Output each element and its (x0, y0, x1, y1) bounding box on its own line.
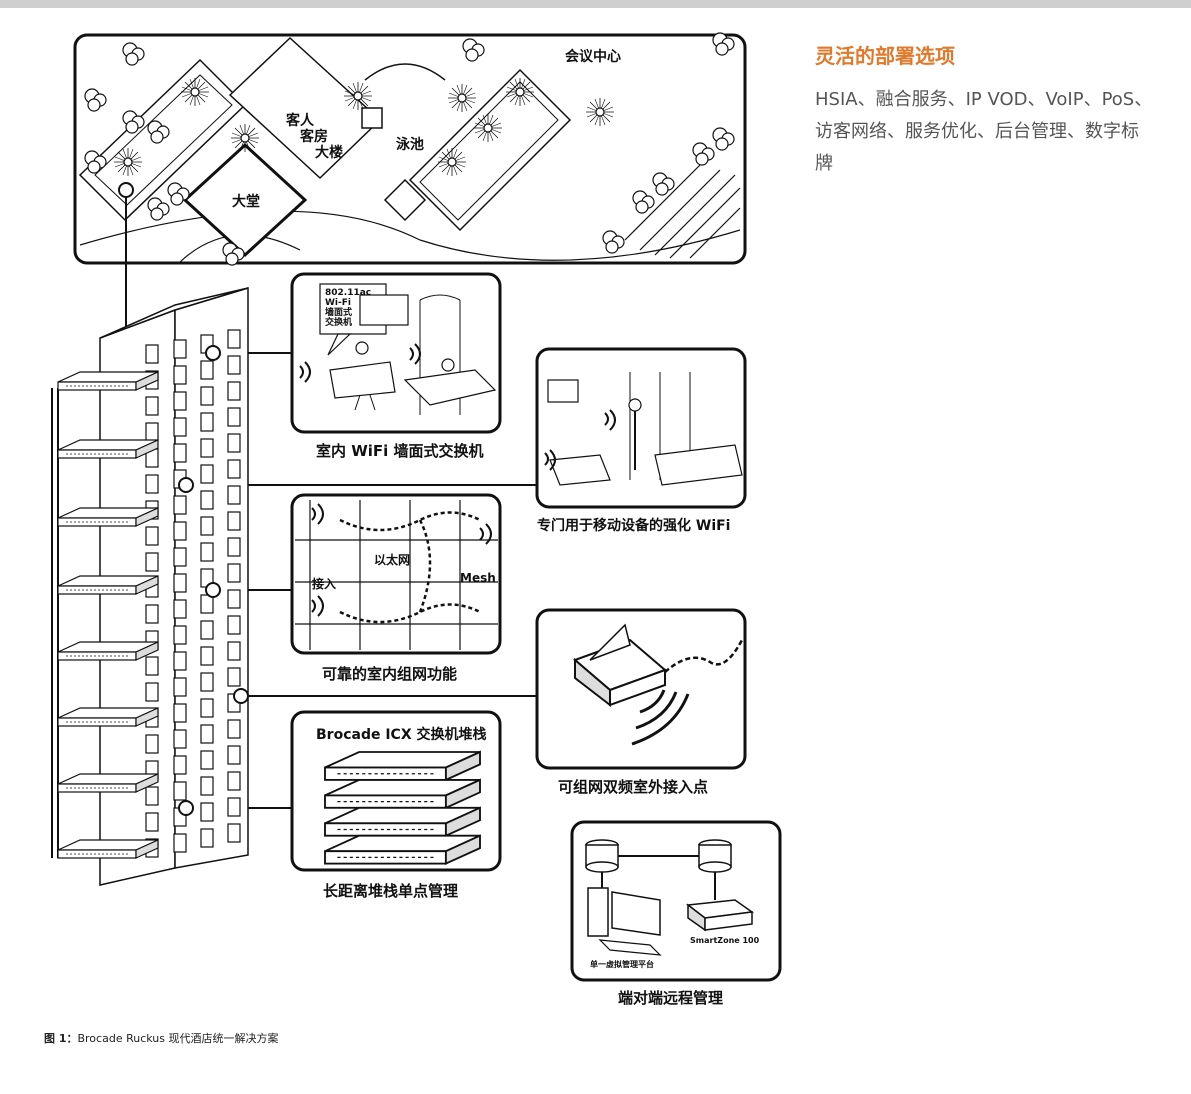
tower-window (174, 704, 186, 722)
icx-title: Brocade ICX 交换机堆栈 (316, 724, 486, 744)
mesh-label-ethernet: 以太网 (374, 551, 410, 568)
tower-window (174, 366, 186, 384)
tower-window (201, 803, 213, 821)
tower-window (201, 647, 213, 665)
tower-window (174, 496, 186, 514)
tower-window (228, 616, 240, 634)
tower-window (201, 621, 213, 639)
tower-window (201, 673, 213, 691)
tower-window (174, 548, 186, 566)
tower-window (228, 330, 240, 348)
tower-window (201, 491, 213, 509)
tower-window (201, 387, 213, 405)
callout-line-1: 802.11ac (325, 288, 371, 298)
tower-window (201, 777, 213, 795)
figure-caption: 图 1：Brocade Ruckus 现代酒店统一解决方案 (44, 1030, 278, 1046)
caption-wall-switch: 室内 WiFi 墙面式交换机 (316, 440, 484, 461)
tower-window (228, 486, 240, 504)
panel-wall-switch (292, 274, 500, 432)
tower-window (146, 735, 158, 753)
callout-line-3: 墙面式 (325, 308, 371, 318)
tower-window (146, 345, 158, 363)
tower-window (228, 720, 240, 738)
tower-window (146, 527, 158, 545)
tower-window (174, 392, 186, 410)
panel-outdoor-ap (537, 610, 745, 768)
caption-outdoor-ap: 可组网双频室外接入点 (558, 776, 708, 797)
side-body: HSIA、融合服务、IP VOD、VoIP、PoS、访客网络、服务优化、后台管理… (815, 84, 1155, 180)
tower-window (228, 590, 240, 608)
hotel-tower (52, 288, 248, 885)
figure-text: Brocade Ruckus 现代酒店统一解决方案 (77, 1032, 278, 1045)
tower-window (201, 725, 213, 743)
tower-window (228, 538, 240, 556)
caption-remote: 端对端远程管理 (618, 987, 723, 1008)
panel-mobile-wifi (537, 349, 745, 507)
tower-window (146, 397, 158, 415)
tower-window (201, 829, 213, 847)
tower-window (146, 787, 158, 805)
tower-window (228, 408, 240, 426)
map-label-guest-3: 大楼 (315, 142, 343, 162)
tower-window (228, 356, 240, 374)
tower-window (174, 756, 186, 774)
tower-window (201, 465, 213, 483)
tower-window (228, 512, 240, 530)
tower-window (174, 678, 186, 696)
tower-window (201, 699, 213, 717)
tower-window (228, 382, 240, 400)
mesh-label-access: 接入 (312, 575, 336, 592)
caption-mesh: 可靠的室内组网功能 (322, 663, 457, 684)
tower-window (174, 444, 186, 462)
caption-mobile-wifi: 专门用于移动设备的强化 WiFi (537, 515, 730, 535)
tower-window (146, 813, 158, 831)
tower-window (201, 543, 213, 561)
smartzone-label: SmartZone 100 (690, 936, 759, 946)
tower-window (174, 418, 186, 436)
tower-window (228, 564, 240, 582)
tower-window (228, 798, 240, 816)
tower-window (228, 460, 240, 478)
callout-line-2: Wi-Fi (325, 298, 371, 308)
tower-window (146, 553, 158, 571)
tower-window (174, 730, 186, 748)
tower-window (228, 434, 240, 452)
tower-window (201, 517, 213, 535)
tower-window (174, 340, 186, 358)
tower-window (146, 475, 158, 493)
tower-window (174, 782, 186, 800)
tower-window (174, 600, 186, 618)
tower-window (228, 642, 240, 660)
map-label-pool: 泳池 (396, 134, 424, 154)
figure-label: 图 1： (44, 1032, 77, 1045)
tower-window (201, 361, 213, 379)
panel-remote-management (572, 822, 780, 980)
tower-window (174, 522, 186, 540)
map-label-conference: 会议中心 (565, 46, 621, 66)
console-label: 单一虚拟管理平台 (590, 960, 654, 970)
tower-window (174, 574, 186, 592)
tower-window (228, 824, 240, 842)
tower-window (146, 683, 158, 701)
mesh-label-mesh: Mesh (460, 571, 496, 585)
tower-window (146, 605, 158, 623)
tower-window (228, 772, 240, 790)
tower-window (174, 626, 186, 644)
tower-window (228, 746, 240, 764)
wall-switch-callout: 802.11ac Wi-Fi 墙面式 交换机 (325, 288, 371, 328)
caption-icx: 长距离堆栈单点管理 (323, 880, 458, 901)
side-title: 灵活的部署选项 (815, 40, 955, 69)
tower-window (228, 668, 240, 686)
callout-line-4: 交换机 (325, 318, 371, 328)
tower-window (174, 834, 186, 852)
map-label-lobby: 大堂 (232, 191, 260, 211)
tower-window (146, 657, 158, 675)
tower-window (201, 439, 213, 457)
tower-window (174, 652, 186, 670)
tower-window (146, 423, 158, 441)
tower-window (201, 751, 213, 769)
tower-window (201, 413, 213, 431)
